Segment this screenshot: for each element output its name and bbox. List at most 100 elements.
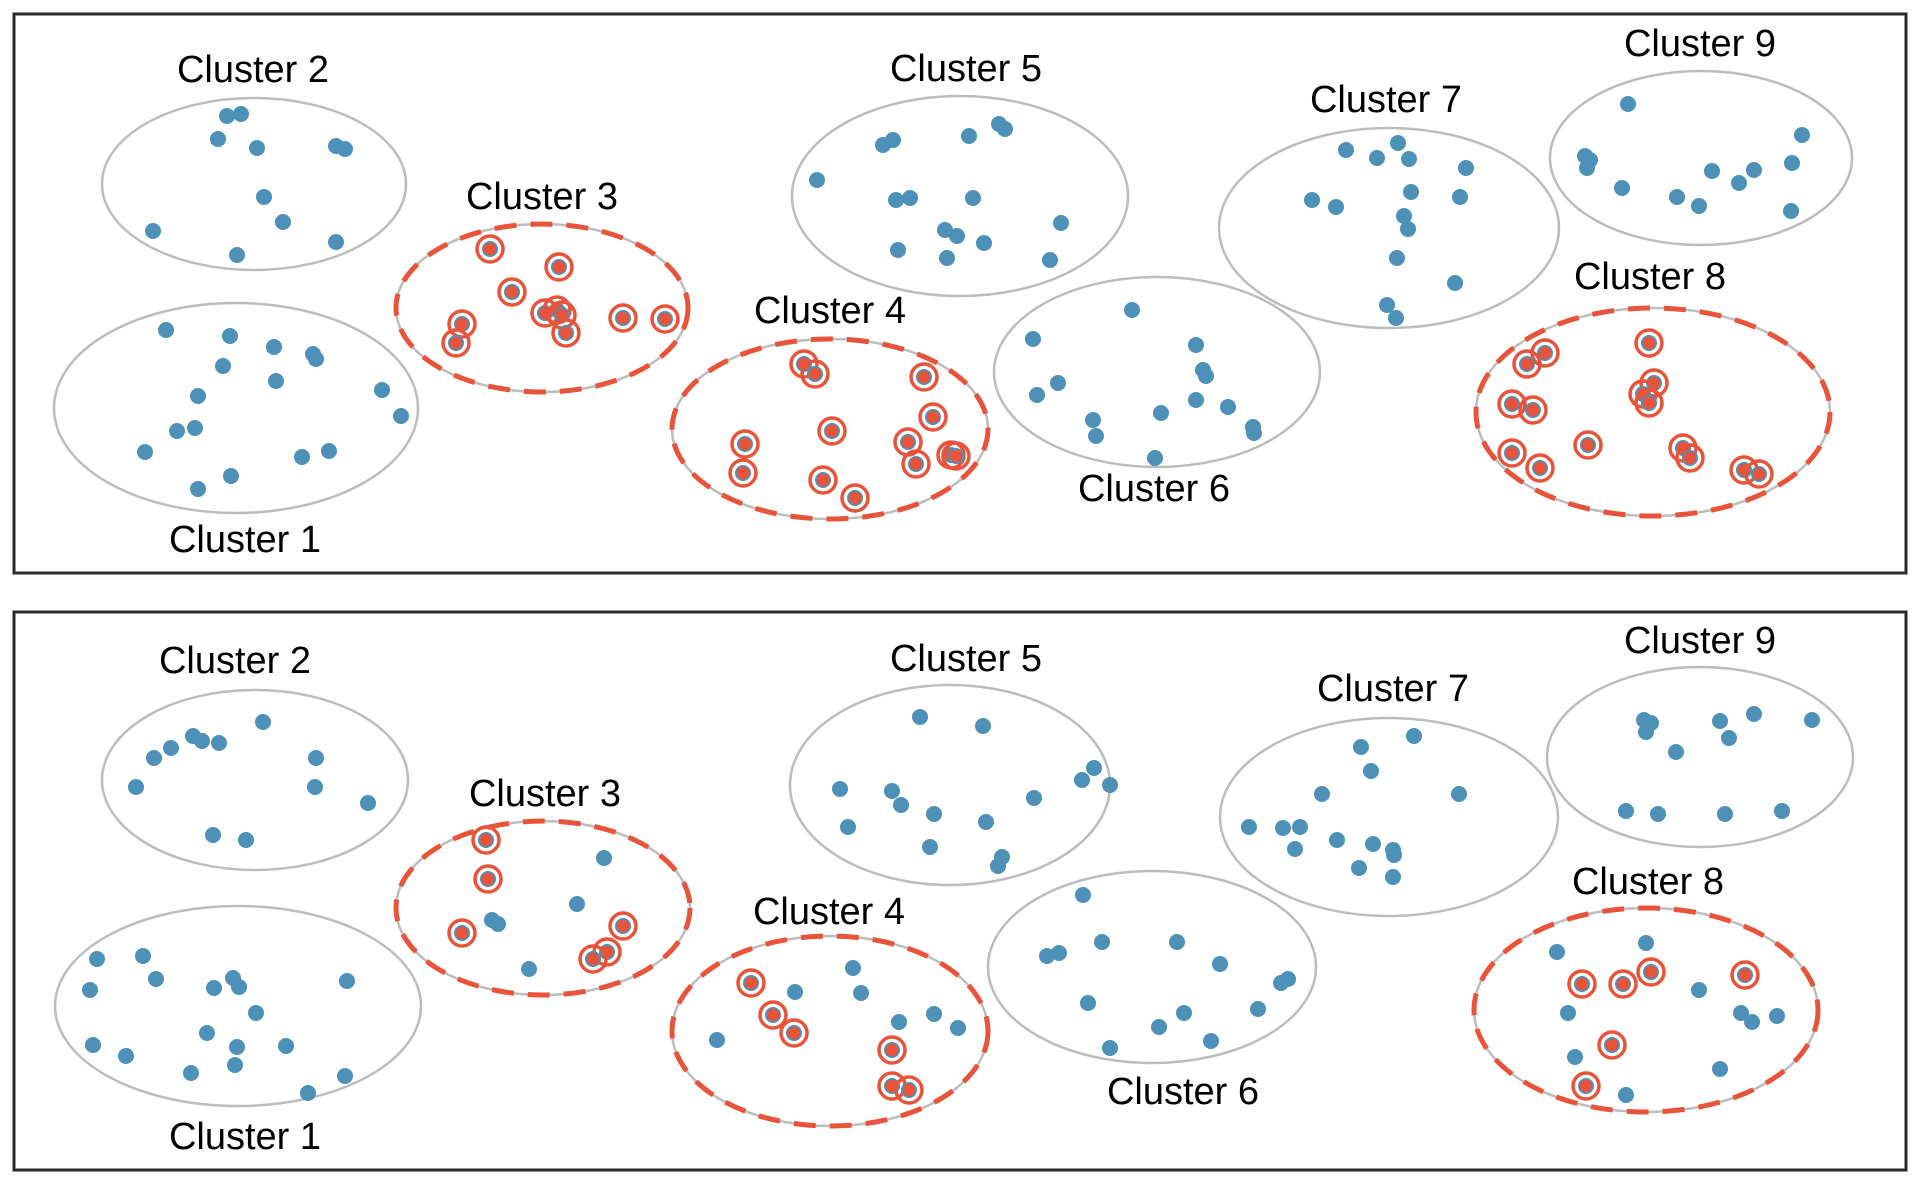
- data-point: [1338, 142, 1354, 158]
- data-point: [229, 1039, 245, 1055]
- data-point: [1102, 1040, 1118, 1056]
- data-point: [190, 388, 206, 404]
- sampled-point-ring: [736, 968, 766, 998]
- data-point: [1147, 450, 1163, 466]
- sampled-point-dot: [616, 311, 630, 325]
- data-point: [937, 222, 953, 238]
- cluster-label: Cluster 9: [1624, 620, 1776, 662]
- data-point: [1176, 1005, 1192, 1021]
- data-point: [1783, 203, 1799, 219]
- data-point: [1618, 1087, 1634, 1103]
- data-point: [521, 961, 537, 977]
- cluster-sampled-ellipse: [669, 336, 991, 522]
- sampled-point-dot: [926, 410, 940, 424]
- data-point: [997, 121, 1013, 137]
- data-point: [268, 373, 284, 389]
- data-point: [1287, 841, 1303, 857]
- cluster-3-bottom: Cluster 3: [393, 773, 693, 998]
- sampled-point-dot: [744, 976, 758, 990]
- data-point: [890, 242, 906, 258]
- cluster-sampled-ellipse: [393, 818, 693, 998]
- sampled-point-dot: [736, 466, 750, 480]
- cluster-label: Cluster 6: [1107, 1071, 1259, 1113]
- sampled-point-ring: [1525, 453, 1555, 483]
- data-point: [891, 1014, 907, 1030]
- data-point: [1721, 730, 1737, 746]
- data-point: [1198, 368, 1214, 384]
- panel-bottom-border: [12, 610, 1908, 1172]
- sampled-point-ring: [551, 318, 581, 348]
- cluster-ellipse: [986, 869, 1318, 1065]
- data-point: [215, 358, 231, 374]
- data-point: [1088, 428, 1104, 444]
- sampled-point-ring: [1634, 388, 1664, 418]
- sampled-point-ring: [544, 252, 574, 282]
- sampled-point-ring: [840, 483, 870, 513]
- data-point: [1246, 425, 1262, 441]
- data-point: [1080, 995, 1096, 1011]
- sampled-point-dot: [1647, 376, 1661, 390]
- sampled-point-dot: [917, 370, 931, 384]
- sampled-point-dot: [1605, 1038, 1619, 1052]
- cluster-label: Cluster 5: [890, 48, 1042, 90]
- sampled-point-dot: [825, 424, 839, 438]
- cluster-ellipse: [1218, 716, 1560, 918]
- data-point: [256, 189, 272, 205]
- sampled-point-ring: [1744, 459, 1774, 489]
- data-point: [1188, 337, 1204, 353]
- cluster-ellipse: [100, 96, 408, 272]
- sampled-point-dot: [766, 1008, 780, 1022]
- sampled-point-ring: [1571, 1071, 1601, 1101]
- sampled-point-ring: [1497, 438, 1527, 468]
- data-point: [1401, 151, 1417, 167]
- data-point: [709, 1032, 725, 1048]
- data-point: [158, 322, 174, 338]
- sampled-point-ring: [441, 328, 471, 358]
- sampled-point-dot: [616, 919, 630, 933]
- data-point: [308, 750, 324, 766]
- data-point: [840, 819, 856, 835]
- data-point: [163, 740, 179, 756]
- data-point: [1029, 387, 1045, 403]
- sampled-point-dot: [816, 473, 830, 487]
- sampled-point-ring: [471, 825, 501, 855]
- sampled-point-dot: [902, 1083, 916, 1097]
- data-point: [939, 250, 955, 266]
- data-point: [194, 733, 210, 749]
- cluster-8-top: Cluster 8: [1473, 256, 1833, 519]
- cluster-6-top: Cluster 6: [992, 275, 1322, 510]
- data-point: [1314, 786, 1330, 802]
- data-point: [1085, 412, 1101, 428]
- data-point: [1406, 728, 1422, 744]
- cluster-8-bottom: Cluster 8: [1471, 861, 1821, 1115]
- sampled-point-dot: [586, 952, 600, 966]
- cluster-sampled-ellipse: [1473, 305, 1833, 519]
- data-point: [1388, 310, 1404, 326]
- data-point: [1328, 199, 1344, 215]
- data-point: [912, 709, 928, 725]
- data-point: [321, 443, 337, 459]
- sampled-point-dot: [1520, 357, 1534, 371]
- data-point: [1717, 806, 1733, 822]
- data-point: [1250, 1001, 1266, 1017]
- cluster-ellipse: [992, 275, 1322, 469]
- data-point: [1618, 803, 1634, 819]
- sampled-point-dot: [1642, 396, 1656, 410]
- data-point: [135, 948, 151, 964]
- cluster-label: Cluster 9: [1624, 23, 1776, 65]
- data-point: [1704, 163, 1720, 179]
- data-point: [1733, 1005, 1749, 1021]
- cluster-5-bottom: Cluster 5: [788, 638, 1118, 887]
- cluster-1-bottom: Cluster 1: [53, 904, 423, 1158]
- sampled-point-dot: [1642, 336, 1656, 350]
- data-point: [219, 108, 235, 124]
- cluster-4-top: Cluster 4: [669, 290, 991, 522]
- data-point: [187, 420, 203, 436]
- data-point: [1094, 934, 1110, 950]
- sampled-point-ring: [1573, 430, 1603, 460]
- data-point: [145, 223, 161, 239]
- data-point: [1051, 945, 1067, 961]
- sampled-point-dot: [481, 872, 495, 886]
- sampled-point-dot: [885, 1043, 899, 1057]
